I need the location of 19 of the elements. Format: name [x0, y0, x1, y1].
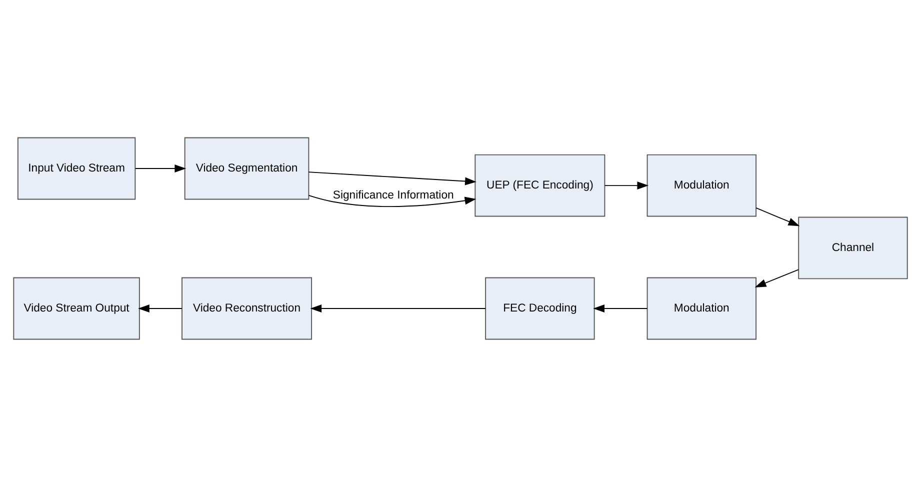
- arrow: [310, 304, 486, 312]
- node-box: Video Reconstruction: [182, 277, 312, 340]
- node-box: Video Segmentation: [184, 137, 310, 200]
- node-box: Modulation: [646, 277, 756, 340]
- node-box: FEC Decoding: [485, 277, 595, 340]
- node-box: UEP (FEC Encoding): [474, 154, 606, 217]
- arrow: [308, 172, 476, 186]
- arrow: [756, 207, 800, 226]
- arrow: [138, 304, 182, 312]
- arrow: [593, 304, 648, 312]
- arrow: [604, 182, 649, 190]
- node-box: Modulation: [646, 154, 756, 217]
- edge-label: Significance Information: [332, 189, 454, 202]
- arrow: [754, 269, 799, 288]
- node-box: Video Stream Output: [13, 277, 140, 340]
- node-box: Channel: [798, 216, 908, 280]
- node-box: Input Video Stream: [17, 137, 136, 200]
- arrow: [308, 195, 476, 207]
- arrow: [134, 164, 186, 172]
